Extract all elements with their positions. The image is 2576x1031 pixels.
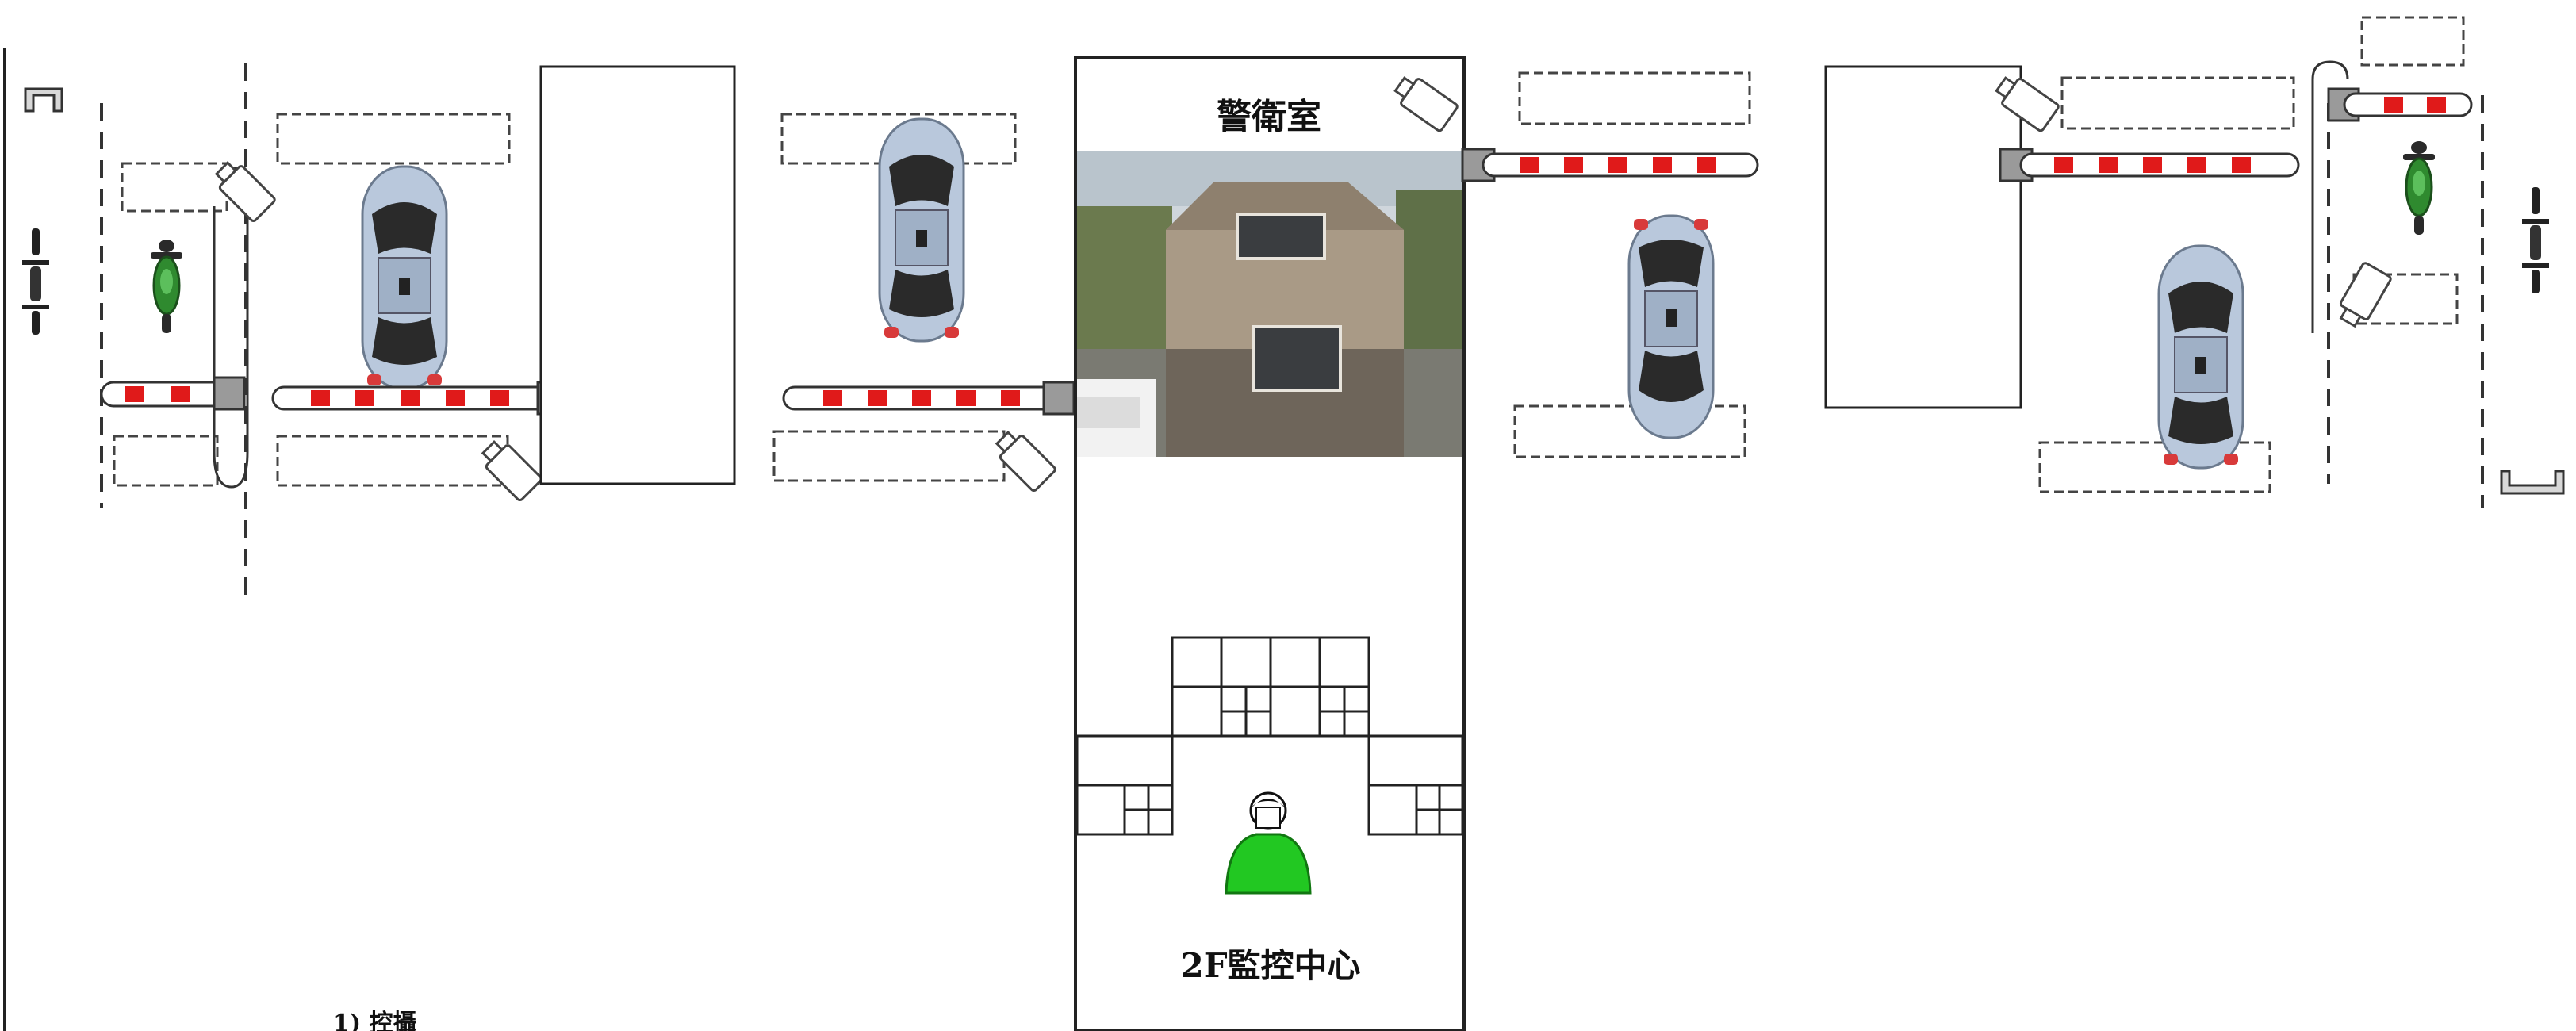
- booth-building: [1824, 65, 2022, 409]
- barrier-gate-icon: [271, 381, 568, 416]
- booth-building: [539, 65, 736, 485]
- car-icon: [1627, 214, 1715, 439]
- car-icon: [361, 165, 448, 390]
- monitor-center-title: 2F監控中心: [1180, 946, 1360, 985]
- barrier-gate-icon: [782, 381, 1075, 416]
- motorcycle-icon: [149, 238, 184, 335]
- sensor-box: [276, 435, 509, 487]
- sensor-box: [1513, 404, 1746, 458]
- barrier-gate-icon: [1999, 148, 2300, 182]
- right-zone: [1824, 16, 2565, 508]
- vehicle-path: [2311, 60, 2349, 333]
- car-icon: [2157, 244, 2244, 470]
- barrier-gate-icon: [1461, 148, 1759, 182]
- motorcycle-icon: [2402, 140, 2436, 236]
- sensor-box: [121, 162, 228, 213]
- middle-right-lane: [1390, 70, 1759, 458]
- car-icon: [878, 117, 965, 343]
- left-zone: [22, 63, 736, 603]
- gate-post-icon: [24, 87, 63, 113]
- guard-room: 警衛室: [1074, 56, 1466, 1031]
- sensor-box: [772, 430, 1006, 482]
- sensor-box: [113, 435, 219, 487]
- bicycle-icon: [2522, 187, 2549, 293]
- barrier-gate-icon: [100, 376, 246, 411]
- sensor-box: [2060, 76, 2295, 130]
- middle-left-lane: [772, 113, 1075, 493]
- monitor-wall-icon: [1075, 636, 1464, 836]
- gate-post-icon: [2500, 470, 2565, 495]
- guard-room-title: 警衛室: [1217, 97, 1321, 137]
- bicycle-icon: [22, 228, 49, 335]
- sensor-box: [2360, 16, 2465, 67]
- sensor-box: [276, 113, 511, 165]
- vehicle-path: [213, 167, 249, 489]
- footer-fragment: 1) 控攝: [333, 1010, 417, 1031]
- sensor-box: [1518, 71, 1751, 125]
- guard-house-photo: [1077, 151, 1462, 457]
- barrier-gate-icon: [2327, 87, 2473, 122]
